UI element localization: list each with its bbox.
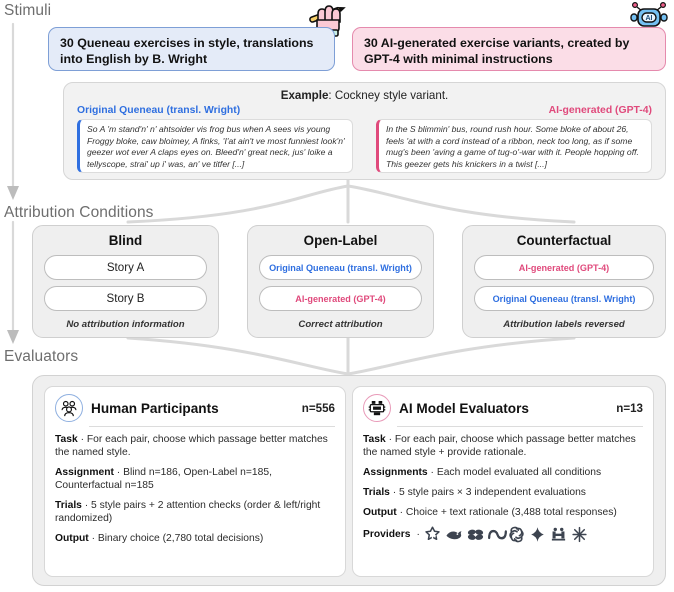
evaluator-count: n=556 bbox=[301, 401, 335, 415]
meta-infinity-logo bbox=[487, 526, 507, 543]
condition-pill-2[interactable]: Story B bbox=[44, 286, 207, 311]
section-label-evaluators: Evaluators bbox=[4, 348, 79, 365]
down-arrow-1 bbox=[7, 186, 19, 200]
down-arrow-2 bbox=[7, 330, 19, 344]
people-group-icon bbox=[55, 394, 83, 422]
stimuli-box-ai: 30 AI-generated exercise variants, creat… bbox=[352, 27, 666, 71]
example-caption-rest: : Cockney style variant. bbox=[328, 89, 449, 102]
anthropic-claude-logo bbox=[424, 526, 441, 543]
svg-text:AI: AI bbox=[646, 15, 653, 22]
evaluator-row-task: Task · For each pair, choose which passa… bbox=[55, 433, 335, 459]
evaluator-row-trials: Trials · 5 style pairs × 3 independent e… bbox=[363, 486, 643, 499]
huggingface-logo bbox=[550, 526, 567, 543]
row-label: Task bbox=[55, 434, 78, 445]
example-quote-ai: In the S blimmin' bus, round rush hour. … bbox=[376, 119, 652, 173]
evaluator-header: Human Participants n=556 bbox=[55, 394, 335, 422]
stimuli-box-human: 30 Queneau exercises in style, translati… bbox=[48, 27, 335, 71]
condition-pill-1[interactable]: AI-generated (GPT-4) bbox=[474, 255, 654, 280]
row-text: · Each model evaluated all conditions bbox=[427, 467, 602, 478]
example-panel: Example: Cockney style variant. Original… bbox=[63, 82, 666, 180]
divider bbox=[89, 426, 335, 427]
condition-title: Open-Label bbox=[303, 233, 378, 248]
row-label: Assignments bbox=[363, 467, 428, 478]
row-label: Trials bbox=[55, 500, 82, 511]
condition-card-open-label[interactable]: Open-Label Original Queneau (transl. Wri… bbox=[247, 225, 434, 338]
gemini-sparkle-logo bbox=[529, 526, 546, 543]
condition-title: Counterfactual bbox=[516, 233, 612, 248]
row-label: Output bbox=[363, 507, 397, 518]
evaluators-panel: Human Participants n=556 Task · For each… bbox=[32, 375, 666, 586]
evaluator-count: n=13 bbox=[616, 401, 643, 415]
divider bbox=[397, 426, 643, 427]
example-label-original: Original Queneau (transl. Wright) bbox=[77, 105, 241, 116]
robot-chip-icon bbox=[363, 394, 391, 422]
row-text: · For each pair, choose which passage be… bbox=[55, 434, 328, 458]
providers-separator: · bbox=[416, 529, 420, 540]
xai-grok-logo bbox=[571, 526, 588, 543]
example-caption: Example: Cockney style variant. bbox=[64, 89, 665, 102]
row-text: · For each pair, choose which passage be… bbox=[363, 434, 636, 458]
example-label-ai: AI-generated (GPT-4) bbox=[548, 105, 652, 116]
evaluator-row-providers: Providers · bbox=[363, 526, 643, 543]
evaluator-row-assignments: Assignments · Each model evaluated all c… bbox=[363, 466, 643, 479]
condition-pill-1[interactable]: Original Queneau (transl. Wright) bbox=[259, 255, 422, 280]
row-text: · 5 style pairs × 3 independent evaluati… bbox=[389, 487, 586, 498]
evaluator-row-output: Output · Binary choice (2,780 total deci… bbox=[55, 532, 335, 545]
deepseek-whale-logo bbox=[445, 526, 462, 543]
row-text: · Choice + text rationale (3,488 total r… bbox=[396, 507, 617, 518]
openai-logo bbox=[508, 526, 525, 543]
qwen-logo bbox=[466, 526, 484, 543]
condition-title: Blind bbox=[108, 233, 143, 248]
condition-card-counterfactual[interactable]: Counterfactual AI-generated (GPT-4) Orig… bbox=[462, 225, 666, 338]
evaluator-row-task: Task · For each pair, choose which passa… bbox=[363, 433, 643, 459]
row-text: · Blind n=186, Open-Label n=185, Counter… bbox=[55, 467, 272, 491]
condition-pill-2[interactable]: AI-generated (GPT-4) bbox=[259, 286, 422, 311]
condition-card-blind[interactable]: Blind Story A Story B No attribution inf… bbox=[32, 225, 219, 338]
evaluator-row-output: Output · Choice + text rationale (3,488 … bbox=[363, 506, 643, 519]
example-caption-bold: Example bbox=[280, 89, 329, 102]
evaluator-row-assignment: Assignment · Blind n=186, Open-Label n=1… bbox=[55, 466, 335, 492]
row-text: · 5 style pairs + 2 attention checks (or… bbox=[55, 500, 321, 524]
evaluator-card-human[interactable]: Human Participants n=556 Task · For each… bbox=[44, 386, 346, 577]
evaluator-card-ai[interactable]: AI Model Evaluators n=13 Task · For each… bbox=[352, 386, 654, 577]
condition-note: Correct attribution bbox=[298, 319, 383, 330]
section-label-attribution-conditions: Attribution Conditions bbox=[4, 204, 154, 221]
row-label: Task bbox=[363, 434, 386, 445]
section-label-stimuli: Stimuli bbox=[4, 2, 52, 19]
evaluator-title: AI Model Evaluators bbox=[399, 400, 529, 416]
condition-note: Attribution labels reversed bbox=[503, 319, 625, 330]
providers-label: Providers bbox=[363, 529, 411, 540]
row-label: Assignment bbox=[55, 467, 114, 478]
row-label: Trials bbox=[363, 487, 390, 498]
example-quote-original: So A 'm stand'n' n' ahtsoider vis frog b… bbox=[77, 119, 353, 173]
row-text: · Binary choice (2,780 total decisions) bbox=[88, 533, 264, 544]
row-label: Output bbox=[55, 533, 89, 544]
evaluator-title: Human Participants bbox=[91, 400, 219, 416]
evaluator-row-trials: Trials · 5 style pairs + 2 attention che… bbox=[55, 499, 335, 525]
condition-pill-1[interactable]: Story A bbox=[44, 255, 207, 280]
condition-note: No attribution information bbox=[66, 319, 185, 330]
condition-pill-2[interactable]: Original Queneau (transl. Wright) bbox=[474, 286, 654, 311]
evaluator-header: AI Model Evaluators n=13 bbox=[363, 394, 643, 422]
